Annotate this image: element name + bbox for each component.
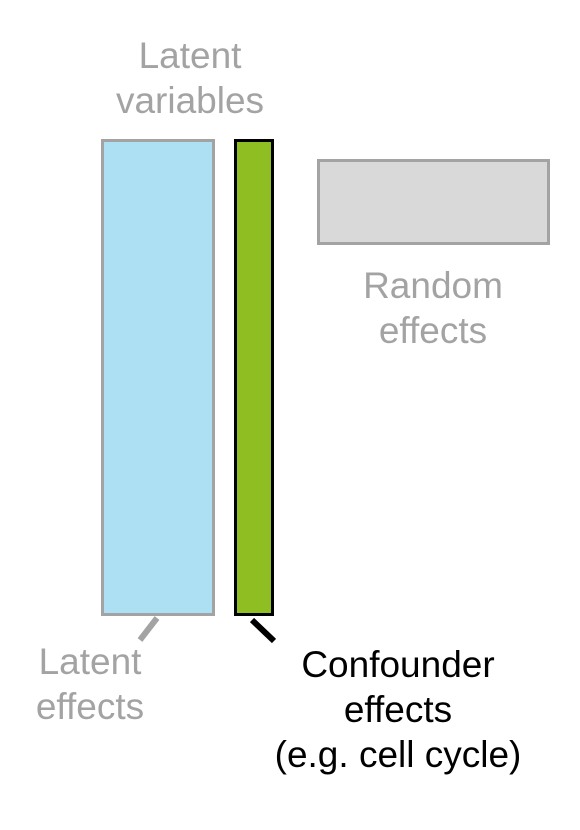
latent-variables-line-1: Latent: [138, 35, 242, 76]
confounder-effects-box: [234, 139, 274, 616]
latent-effects-line-1: Latent: [38, 641, 142, 682]
latent-effects-line-2: effects: [35, 686, 145, 728]
latent-effects-label: Latent effects: [0, 639, 180, 729]
confounder-effects-line-2: effects: [343, 689, 453, 731]
confounder-effects-label: Confounder effects (e.g. cell cycle): [248, 642, 548, 777]
latent-variables-label: Latent variables: [90, 33, 290, 123]
latent-effects-connector: [137, 616, 160, 642]
confounder-effects-connector: [249, 617, 277, 644]
confounder-effects-line-3: (e.g. cell cycle): [274, 734, 522, 776]
confounder-effects-line-1: Confounder: [301, 644, 495, 685]
random-effects-label: Random effects: [333, 263, 533, 353]
random-effects-line-1: Random: [363, 265, 503, 306]
latent-variables-line-2: variables: [115, 80, 265, 122]
random-effects-line-2: effects: [378, 310, 488, 352]
random-effects-box: [317, 159, 550, 245]
latent-effects-box: [101, 139, 215, 616]
